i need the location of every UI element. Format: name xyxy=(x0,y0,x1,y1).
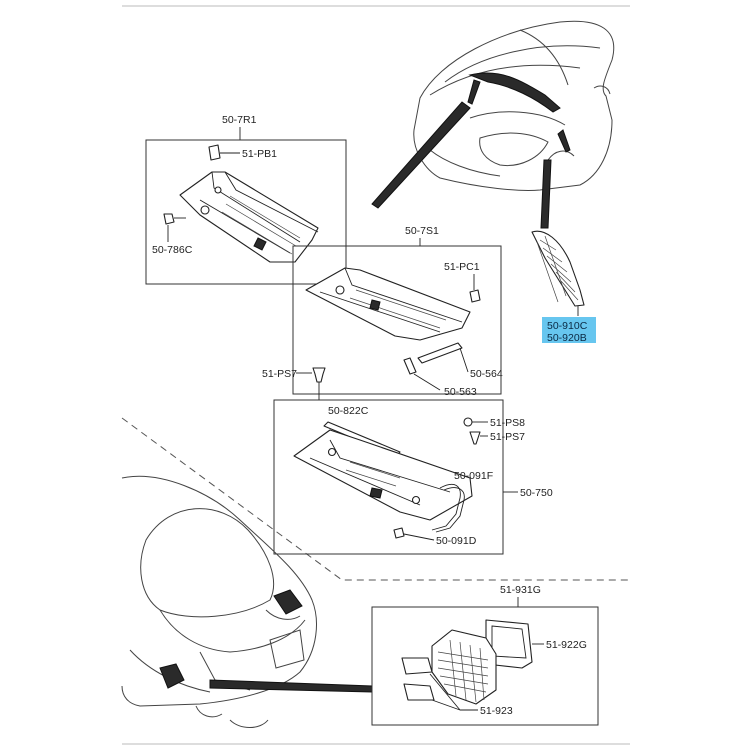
seal-50-563 xyxy=(403,357,417,375)
label-50-091f: 50-091F xyxy=(454,470,493,482)
cowl-grille-7s1 xyxy=(305,267,471,341)
group-50-7s1: 50-7S1 51-PC1 50-564 50-563 xyxy=(292,225,503,398)
group-50-750: 51-PS7 50-822C 51-PS8 51-PS7 50-091F 50-… xyxy=(262,367,553,555)
label-51-923: 51-923 xyxy=(480,705,513,717)
cowl-grille-7r1 xyxy=(179,171,319,263)
clip-51-ps7-right xyxy=(469,431,481,445)
cowl-bracket-50-750 xyxy=(293,429,473,521)
label-50-786c: 50-786C xyxy=(152,244,193,256)
label-50-822c: 50-822C xyxy=(328,405,369,417)
label-51-ps7-right: 51-PS7 xyxy=(490,431,525,443)
label-51-pb1: 51-PB1 xyxy=(242,148,277,160)
highlight-box xyxy=(542,317,596,343)
group-51-931g: 51-931G 51-922G 51-923 xyxy=(371,584,599,726)
label-51-931g: 51-931G xyxy=(500,584,541,596)
clip-51-ps8 xyxy=(463,417,473,427)
label-51-ps7-top: 51-PS7 xyxy=(262,368,297,380)
filler-51-923-b xyxy=(403,683,435,701)
pointer-rear xyxy=(209,679,373,693)
front-car-illustration xyxy=(413,20,615,191)
label-50-563: 50-563 xyxy=(444,386,477,398)
fender-vent-grille xyxy=(531,230,585,307)
label-51-pc1: 51-PC1 xyxy=(444,261,480,273)
label-50-910c: 50-910C xyxy=(547,320,588,332)
label-50-091d: 50-091D xyxy=(436,535,477,547)
label-50-7s1: 50-7S1 xyxy=(405,225,439,237)
clip-51-pb1 xyxy=(208,144,221,161)
part-50-091d xyxy=(393,527,405,539)
label-50-564: 50-564 xyxy=(470,368,503,380)
label-50-7r1: 50-7R1 xyxy=(222,114,257,126)
pointer-cowl xyxy=(371,101,471,209)
rear-car-illustration xyxy=(121,475,317,728)
label-50-750: 50-750 xyxy=(520,487,553,499)
label-51-922g: 51-922G xyxy=(546,639,587,651)
label-51-ps8: 51-PS8 xyxy=(490,417,525,429)
label-50-920b: 50-920B xyxy=(547,332,587,344)
box-51-931g xyxy=(371,606,599,726)
box-50-7s1 xyxy=(292,245,502,395)
clip-50-786c xyxy=(163,213,175,225)
pointer-fender-vent xyxy=(540,159,552,229)
group-50-7r1: 50-7R1 51-PB1 50-786C xyxy=(145,114,347,285)
box-50-7r1 xyxy=(145,139,347,285)
box-50-750 xyxy=(273,399,504,555)
filler-51-923-a xyxy=(401,657,433,675)
fender-vent: 50-910C 50-920B xyxy=(531,230,596,344)
clip-51-ps7-top xyxy=(312,367,326,383)
rear-vent-grille xyxy=(431,629,497,705)
seal-50-564 xyxy=(417,342,463,364)
clip-51-pc1 xyxy=(469,289,481,303)
